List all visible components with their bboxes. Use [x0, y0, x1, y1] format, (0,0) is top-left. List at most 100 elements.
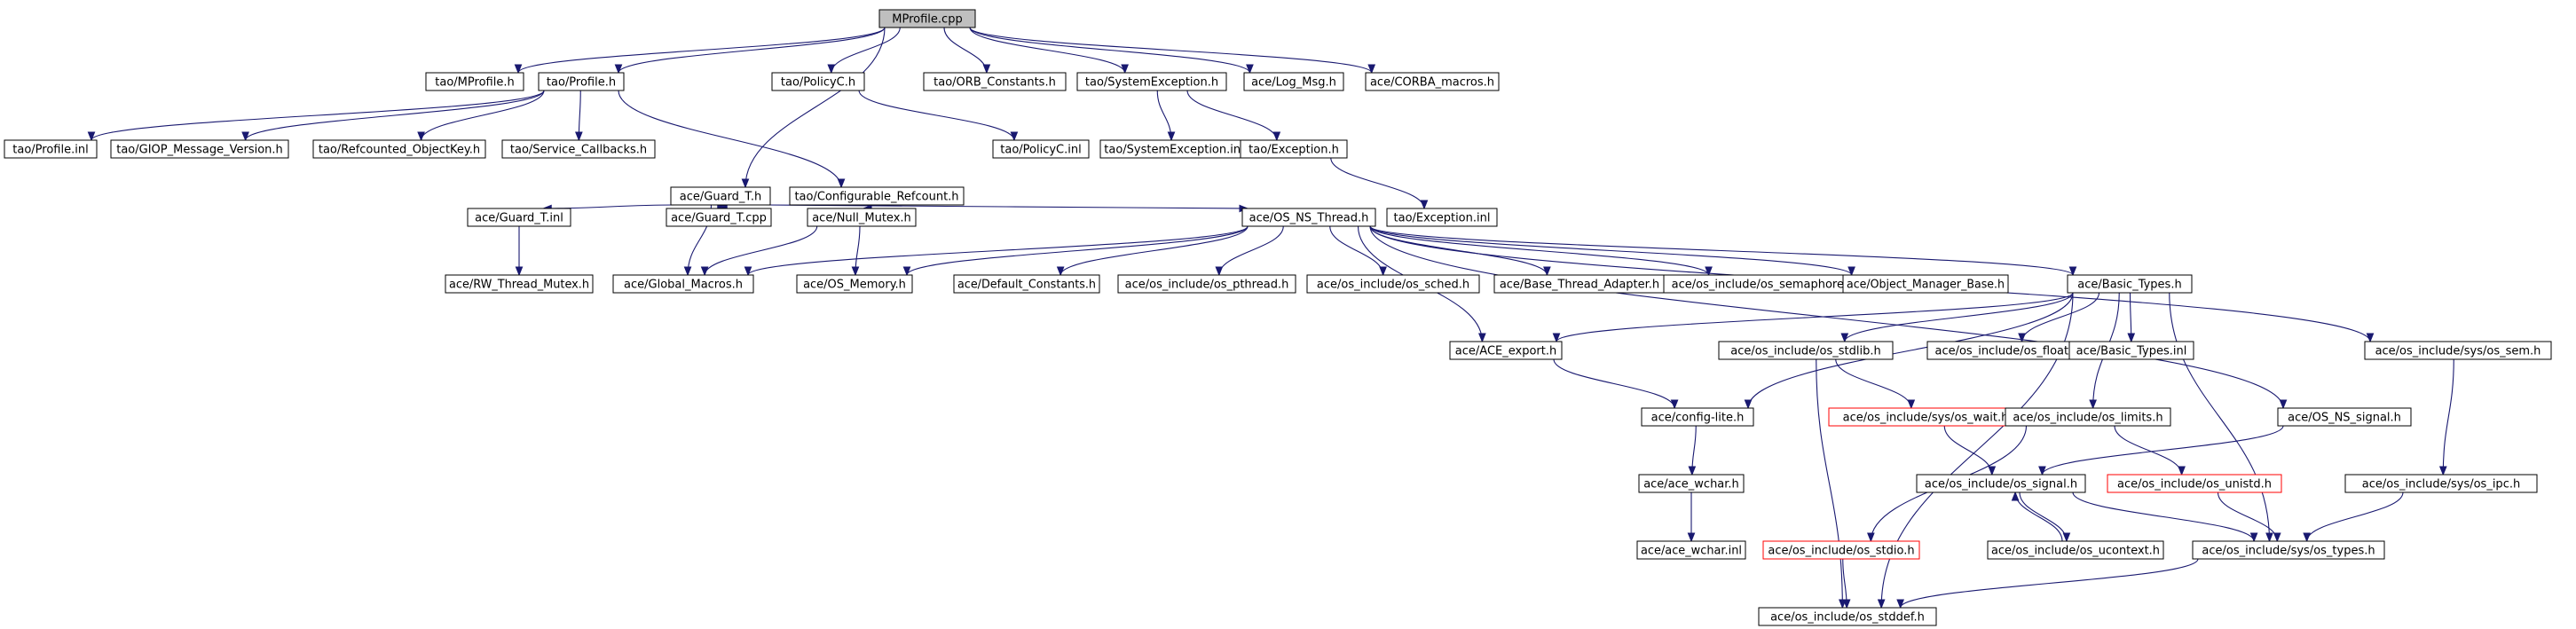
node-ace-os-ns-thread-h[interactable]: ace/OS_NS_Thread.h — [1241, 208, 1376, 227]
node-label: ace/ace_wchar.inl — [1641, 545, 1742, 558]
node-box — [1076, 72, 1227, 91]
edge-arrowhead — [1010, 131, 1019, 142]
node-label: ace/Null_Mutex.h — [812, 212, 911, 225]
node-ace-global-macros-h[interactable]: ace/Global_Macros.h — [612, 274, 754, 294]
node-tao-orb-constants-h[interactable]: tao/ORB_Constants.h — [923, 72, 1067, 91]
edge-arrowhead — [2366, 333, 2375, 343]
node-ace-basic-types-h[interactable]: ace/Basic_Types.h — [2067, 274, 2193, 294]
node-label: ace/os_include/sys/os_types.h — [2202, 545, 2375, 558]
node-tao-giop-message-version-h[interactable]: tao/GIOP_Message_Version.h — [110, 139, 289, 159]
node-tao-policyc-h[interactable]: tao/PolicyC.h — [771, 72, 865, 91]
node-os-pthread-h[interactable]: ace/os_include/os_pthread.h — [1117, 274, 1296, 294]
edge-arrowhead — [837, 178, 846, 189]
node-tao-exception-h[interactable]: tao/Exception.h — [1240, 139, 1348, 159]
node-ace-log-msg-h[interactable]: ace/Log_Msg.h — [1243, 72, 1344, 91]
node-label: ace/CORBA_macros.h — [1370, 76, 1494, 90]
edge-sys-os-sem-h-to-sys-os-ipc-h — [2442, 358, 2454, 476]
node-box — [923, 72, 1067, 91]
node-ace-basic-types-inl[interactable]: ace/Basic_Types.inl — [2068, 341, 2194, 360]
node-os-signal-h[interactable]: ace/os_include/os_signal.h — [1916, 474, 2086, 493]
node-box — [1758, 607, 1937, 626]
node-tao-refcounted-objectkey-h[interactable]: tao/Refcounted_ObjectKey.h — [312, 139, 486, 159]
edge-ace-os-ns-thread-h-to-os-sched-h — [1329, 225, 1384, 276]
node-ace-guard-t-h[interactable]: ace/Guard_T.h — [670, 186, 771, 206]
node-ace-ace-wchar-h[interactable]: ace/ace_wchar.h — [1638, 474, 1745, 493]
node-box — [1636, 540, 1746, 560]
node-mprofile-cpp[interactable]: MProfile.cpp — [878, 9, 976, 28]
node-sys-os-ipc-h[interactable]: ace/os_include/sys/os_ipc.h — [2344, 474, 2538, 493]
edge-arrowhead — [2249, 532, 2258, 543]
node-label: tao/Service_Callbacks.h — [510, 144, 647, 157]
node-os-unistd-h[interactable]: ace/os_include/os_unistd.h — [2107, 474, 2282, 493]
edge-arrowhead — [683, 266, 692, 277]
node-tao-profile-h[interactable]: tao/Profile.h — [538, 72, 625, 91]
node-os-stddef-h[interactable]: ace/os_include/os_stddef.h — [1758, 607, 1937, 626]
edge-ace-basic-types-h-to-os-stddef-h — [1880, 292, 2074, 609]
node-ace-config-lite-h[interactable]: ace/config-lite.h — [1641, 407, 1754, 427]
node-ace-os-ns-signal-h[interactable]: ace/OS_NS_signal.h — [2277, 407, 2412, 427]
edge-tao-profile-h-to-tao-giop-message-version-h — [245, 90, 545, 141]
node-box — [666, 208, 772, 227]
node-tao-systemexception-h[interactable]: tao/SystemException.h — [1076, 72, 1227, 91]
edge-os-signal-h-to-os-ucontext-h — [2019, 491, 2068, 542]
node-label: tao/SystemException.h — [1085, 76, 1218, 90]
node-sys-os-wait-h[interactable]: ace/os_include/sys/os_wait.h — [1828, 407, 2023, 427]
edge-arrowhead — [515, 266, 524, 277]
node-box — [789, 186, 965, 206]
edge-arrowhead — [1688, 466, 1697, 476]
node-sys-os-sem-h[interactable]: ace/os_include/sys/os_sem.h — [2364, 341, 2552, 360]
edge-tao-systemexception-h-to-tao-exception-h — [1186, 90, 1278, 141]
node-ace-base-thread-adapter-h[interactable]: ace/Base_Thread_Adapter.h — [1493, 274, 1666, 294]
node-os-stdlib-h[interactable]: ace/os_include/os_stdlib.h — [1718, 341, 1894, 360]
node-os-ucontext-h[interactable]: ace/os_include/os_ucontext.h — [1987, 540, 2164, 560]
node-tao-service-callbacks-h[interactable]: tao/Service_Callbacks.h — [501, 139, 656, 159]
node-ace-default-constants-h[interactable]: ace/Default_Constants.h — [953, 274, 1100, 294]
node-box — [612, 274, 754, 294]
node-label: ace/Default_Constants.h — [957, 279, 1096, 292]
edge-arrowhead — [2265, 532, 2273, 543]
node-os-stdio-h[interactable]: ace/os_include/os_stdio.h — [1762, 540, 1920, 560]
node-label: tao/Profile.inl — [12, 144, 88, 157]
node-ace-guard-t-inl[interactable]: ace/Guard_T.inl — [467, 208, 571, 227]
node-ace-rw-thread-mutex-h[interactable]: ace/RW_Thread_Mutex.h — [445, 274, 594, 294]
node-os-limits-h[interactable]: ace/os_include/os_limits.h — [2005, 407, 2171, 427]
edge-arrowhead — [1877, 599, 1886, 609]
node-ace-object-manager-base-h[interactable]: ace/Object_Manager_Base.h — [1842, 274, 2009, 294]
node-sys-os-types-h[interactable]: ace/os_include/sys/os_types.h — [2192, 540, 2385, 560]
node-ace-os-memory-h[interactable]: ace/OS_Memory.h — [796, 274, 913, 294]
edge-arrowhead — [1552, 333, 1561, 343]
edge-arrowhead — [1246, 64, 1254, 75]
edge-ace-basic-types-h-to-os-stdlib-h — [1844, 292, 2074, 342]
node-label: ace/OS_NS_Thread.h — [1249, 212, 1369, 225]
node-ace-guard-t-cpp[interactable]: ace/Guard_T.cpp — [666, 208, 772, 227]
edge-arrowhead — [1896, 599, 1904, 609]
node-tao-mprofile-h[interactable]: tao/MProfile.h — [425, 72, 524, 91]
edge-arrowhead — [1543, 266, 1551, 277]
node-label: ace/os_include/os_unistd.h — [2117, 478, 2272, 491]
node-tao-policyc-inl[interactable]: tao/PolicyC.inl — [992, 139, 1090, 159]
node-ace-ace-wchar-inl[interactable]: ace/ace_wchar.inl — [1636, 540, 1746, 560]
node-os-semaphore-h[interactable]: ace/os_include/os_semaphore.h — [1663, 274, 1863, 294]
node-ace-corba-macros-h[interactable]: ace/CORBA_macros.h — [1365, 72, 1500, 91]
node-box — [992, 139, 1090, 159]
node-box — [1117, 274, 1296, 294]
node-os-float-h[interactable]: ace/os_include/os_float.h — [1926, 341, 2088, 360]
node-label: ace/Guard_T.h — [680, 191, 761, 204]
edge-tao-profile-h-to-tao-refcounted-objectkey-h — [421, 90, 545, 141]
node-tao-configurable-refcount-h[interactable]: tao/Configurable_Refcount.h — [789, 186, 965, 206]
edge-arrowhead — [2127, 333, 2136, 343]
node-tao-systemexception-inl[interactable]: tao/SystemException.inl — [1099, 139, 1249, 159]
node-label: ace/OS_Memory.h — [803, 279, 906, 292]
edge-arrowhead — [2178, 466, 2186, 476]
node-box — [807, 208, 917, 227]
node-box — [1449, 341, 1563, 360]
node-ace-ace-export-h[interactable]: ace/ACE_export.h — [1449, 341, 1563, 360]
edge-ace-os-ns-thread-h-to-os-semaphore-h — [1369, 225, 1710, 276]
node-os-sched-h[interactable]: ace/os_include/os_sched.h — [1306, 274, 1480, 294]
node-tao-profile-inl[interactable]: tao/Profile.inl — [4, 139, 98, 159]
edge-arrowhead — [1215, 266, 1224, 277]
node-ace-null-mutex-h[interactable]: ace/Null_Mutex.h — [807, 208, 917, 227]
edge-os-limits-h-to-os-unistd-h — [2114, 425, 2183, 476]
node-label: tao/SystemException.inl — [1104, 144, 1243, 157]
node-tao-exception-inl[interactable]: tao/Exception.inl — [1386, 208, 1498, 227]
